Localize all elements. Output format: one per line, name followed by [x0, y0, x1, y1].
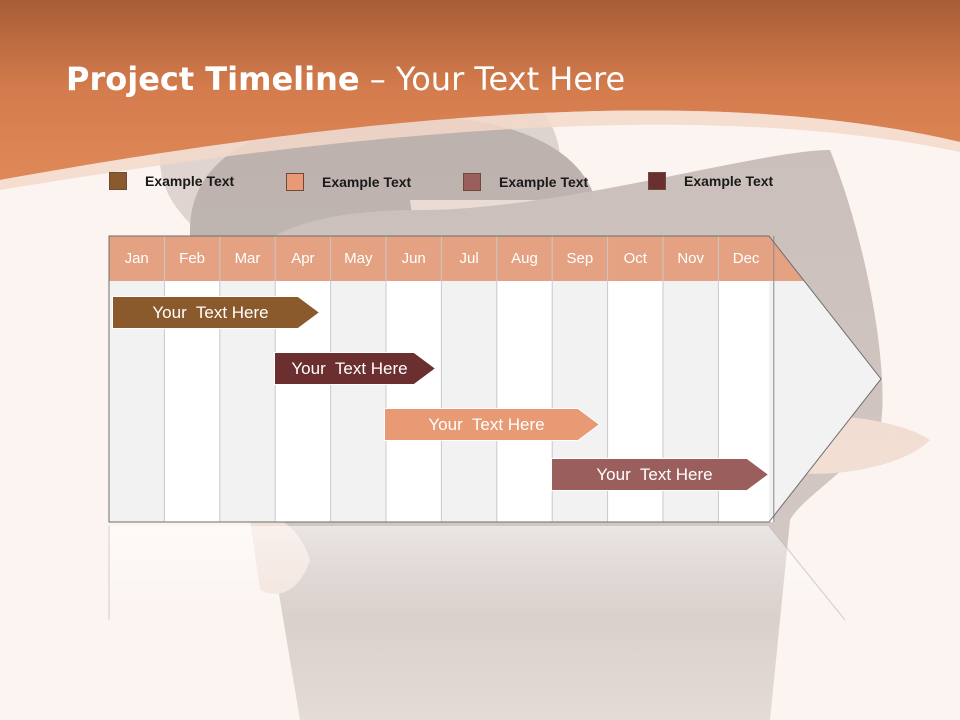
- task-arrow-shape: [274, 352, 437, 385]
- task-label: Your Text Here: [291, 358, 408, 378]
- month-label-dec: Dec: [732, 250, 760, 267]
- task-arrow-shape: [551, 458, 770, 491]
- task-label: Your Text Here: [596, 464, 713, 484]
- legend-label: Example Text: [499, 174, 589, 190]
- month-header-band: [109, 236, 804, 281]
- title-bold: Project Timeline: [66, 60, 360, 98]
- month-label-mar: Mar: [234, 250, 261, 267]
- month-label-may: May: [344, 250, 373, 267]
- task-arrow-shape: [384, 408, 601, 441]
- task-arrow-shape: [112, 296, 321, 329]
- legend-item-2: Example Text: [286, 172, 411, 192]
- legend-label: Example Text: [322, 174, 412, 190]
- month-column: [330, 281, 386, 522]
- month-column: [496, 281, 553, 522]
- legend-item-1: Example Text: [109, 171, 234, 191]
- page-title: Project Timeline – Your Text Here: [66, 60, 625, 98]
- task-bar-4: Your Text Here: [551, 458, 770, 491]
- task-label: Your Text Here: [428, 414, 545, 434]
- month-column: [386, 281, 442, 522]
- month-label-nov: Nov: [677, 250, 705, 267]
- header-band: [0, 0, 960, 190]
- task-label: Your Text Here: [152, 302, 269, 322]
- legend-label: Example Text: [684, 173, 774, 189]
- legend-label: Example Text: [145, 173, 235, 189]
- legend-item-4: Example Text: [648, 171, 773, 191]
- task-bar-1: Your Text Here: [112, 296, 321, 329]
- month-column: [441, 281, 497, 522]
- month-label-oct: Oct: [623, 250, 647, 267]
- month-label-sep: Sep: [566, 250, 594, 267]
- title-rest: – Your Text Here: [359, 60, 626, 98]
- legend-item-3: Example Text: [463, 172, 588, 192]
- month-label-aug: Aug: [511, 250, 538, 267]
- arrow-head: [769, 281, 881, 522]
- month-label-jan: Jan: [124, 250, 149, 267]
- month-label-jun: Jun: [401, 250, 426, 267]
- task-bar-3: Your Text Here: [384, 408, 601, 441]
- legend-swatch: [286, 173, 304, 191]
- task-bar-2: Your Text Here: [274, 352, 437, 385]
- month-label-feb: Feb: [179, 250, 206, 267]
- legend-swatch: [109, 172, 127, 190]
- month-label-apr: Apr: [291, 250, 315, 267]
- timeline-reflection: [109, 526, 845, 620]
- timeline-outline: [108, 235, 882, 523]
- legend-swatch: [648, 172, 666, 190]
- legend-swatch: [463, 173, 481, 191]
- month-label-jul: Jul: [459, 250, 479, 267]
